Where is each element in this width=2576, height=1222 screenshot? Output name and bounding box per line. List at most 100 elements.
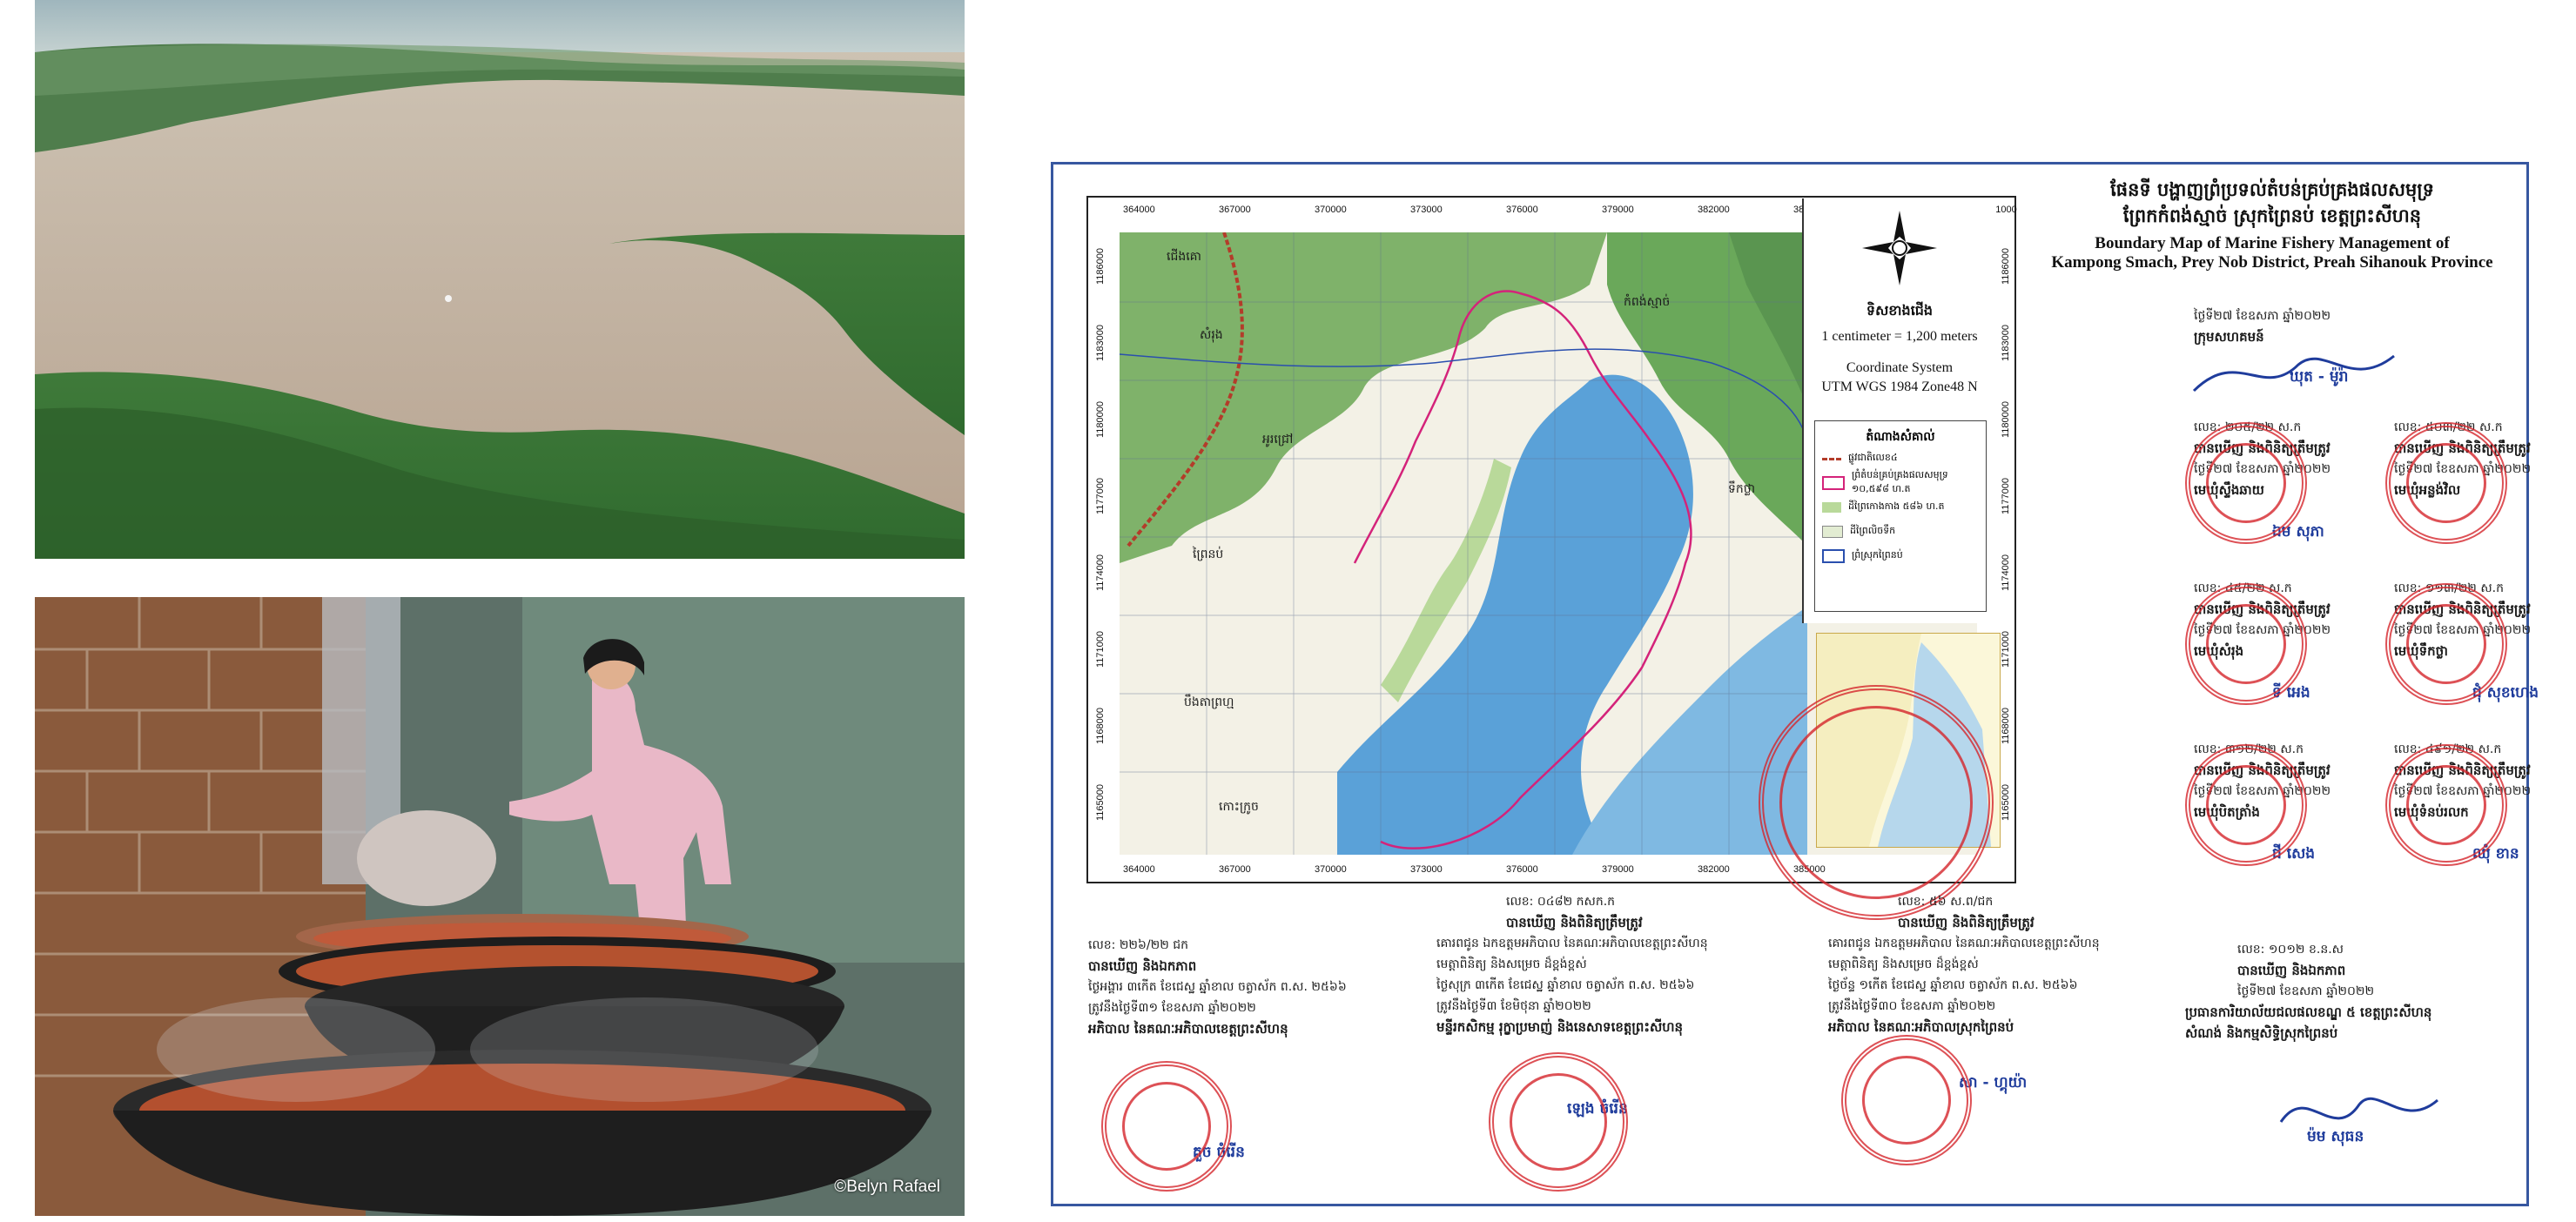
coordinate-tick: 1165000: [1095, 783, 1106, 821]
approval-date-solar: ត្រូវនឹងថ្ងៃទី៣ ខែមិថុនា ឆ្នាំ២០២២: [1436, 999, 1591, 1013]
boundary-map-document: 364000 367000 370000 373000 376000 379000 3820…: [1051, 162, 2539, 1206]
approval-role: ក្រុមសហគមន៍: [2194, 329, 2264, 345]
commune-seal-stamp: [2385, 583, 2507, 705]
title-khmer-line2: ព្រែកកំពង់ស្មាច់ ស្រុកព្រៃនប់ ខេត្តព្រះស…: [2122, 205, 2422, 226]
commune-seal-stamp: [2185, 422, 2307, 544]
place-label: ជើងគោ: [1167, 250, 1201, 264]
coordinate-tick: 1180000: [1095, 400, 1106, 438]
approval-date-lunar: ថ្ងៃច័ន្ទ ១កើត ខែជេស្ឋ ឆ្នាំខាល ចត្វាស័ក…: [1828, 978, 2078, 992]
legend-item: ផ្លូវជាតិលេខ៤: [1815, 446, 1986, 471]
signature-mark: [2279, 1097, 2438, 1123]
approval-office: សំណង់ និងកម្មសិទ្ធិស្រុកព្រៃនប់: [2185, 1025, 2338, 1041]
approval-name: ឃុត - ម៉ូរ៉ា: [2290, 368, 2349, 386]
approval-seen: បានឃើញ និងឯកភាព: [1088, 958, 1197, 974]
coordinate-tick: 1183000: [1095, 324, 1106, 361]
legend-item: ដីព្រៃលិចទឹក: [1815, 520, 1986, 544]
commune-seal-stamp: [2185, 583, 2307, 705]
approval-office: ប្រធានការិយាល័យជលផលខណ្ឌ ៥ ខេត្តព្រះសីហនុ: [2185, 1004, 2432, 1020]
approval-office: មន្ទីរកសិកម្ម រុក្ខាប្រមាញ់ និងនេសាទខេត្…: [1436, 1019, 1684, 1035]
approval-note: មេត្តាពិនិត្យ និងសម្រេច ដ៏ខ្ពង់ខ្ពស់: [1436, 957, 1587, 971]
place-label: អូរជ្រៅ: [1262, 433, 1294, 446]
district-boundary-swatch-icon: [1822, 549, 1845, 563]
approval-date: ថ្ងៃទី២៧ ខែឧសភា ឆ្នាំ២០២២: [2194, 309, 2331, 323]
approval-note: គោរពជូន ឯកឧត្តមអភិបាល នៃគណៈអភិបាលខេត្តព្…: [1436, 937, 1708, 950]
approval-name: សា - ហ្គុយ៉ា: [1959, 1074, 2028, 1091]
commune-seal-stamp: [2385, 422, 2507, 544]
coordinate-tick: 364000: [1123, 864, 1155, 875]
title-english-line1: Boundary Map of Marine Fishery Managemen…: [2095, 234, 2450, 252]
legend-item: ព្រំតំបន់គ្រប់គ្រងផលសមុទ្រ ១០,៥៩៨ ហ.ត: [1815, 469, 1986, 495]
approval-ref: លេខ: ២២៦/២២ ជក: [1088, 938, 1189, 952]
coordinate-tick: 1168000: [2001, 707, 2011, 744]
shrimp-cooking-photo: ©Belyn Rafael: [35, 597, 965, 1216]
coordinate-system-label: Coordinate System: [1846, 360, 1954, 375]
coordinate-system-value: UTM WGS 1984 Zone48 N: [1821, 379, 1978, 394]
coordinate-tick: 1174000: [2001, 554, 2011, 591]
coordinate-tick: 1174000: [1095, 554, 1106, 591]
legend-title: តំណាងសំគាល់: [1866, 430, 1935, 444]
boundary-swatch-icon: [1822, 476, 1845, 490]
map-frame: 364000 367000 370000 373000 376000 379000 3820…: [1086, 196, 2017, 920]
aerial-mangrove-image: [35, 0, 965, 559]
coordinate-tick: 1168000: [1095, 707, 1106, 744]
approval-office: អភិបាល នៃគណៈអភិបាលខេត្តព្រះសីហនុ: [1088, 1021, 1288, 1037]
approval-date-solar: ត្រូវនឹងថ្ងៃទី៣១ ខែឧសភា ឆ្នាំ២០២២: [1088, 1001, 1256, 1015]
coordinate-tick: 364000: [1123, 205, 1155, 215]
coordinate-tick: 379000: [1602, 205, 1634, 215]
approval-date-lunar: ថ្ងៃអង្គារ ៣កើត ខែជេស្ឋ ឆ្នាំខាល ចត្វាស័…: [1088, 980, 1347, 994]
approval-ref: លេខ: ៥៦ ស.ព/ជក: [1898, 895, 1994, 909]
approval-note: គោរពជូន ឯកឧត្តមអភិបាល នៃគណៈអភិបាលខេត្តព្…: [1828, 937, 2100, 950]
approval-seen: បានឃើញ និងពិនិត្យត្រឹមត្រូវ: [1898, 915, 2035, 930]
approval-seen: បានឃើញ និងឯកភាព: [2237, 963, 2346, 978]
coordinate-tick: 376000: [1506, 205, 1538, 215]
approval-name: ម៉ម សុធន: [2307, 1128, 2364, 1145]
district-governor-approval: លេខ: ៥៦ ស.ព/ជក បានឃើញ និងពិនិត្យត្រឹមត្រ…: [1828, 891, 2176, 1093]
approval-office: អភិបាល នៃគណៈអភិបាលស្រុកព្រៃនប់: [1828, 1019, 2014, 1035]
title-english-line2: Kampong Smach, Prey Nob District, Preah …: [2051, 253, 2493, 272]
coordinate-tick: 1186000: [1095, 247, 1106, 285]
place-label: សំរុង: [1200, 328, 1223, 342]
coordinate-tick: 370000: [1315, 864, 1347, 875]
approval-ref: លេខ: ០៤៨២ កសក.ក: [1506, 895, 1616, 909]
community-approval: ថ្ងៃទី២៧ ខែឧសភា ឆ្នាំ២០២២ ក្រុមសហគមន៍ ឃុ…: [2194, 306, 2455, 387]
coordinate-tick: 1177000: [2001, 477, 2011, 514]
north-label: ទិសខាងជើង: [1866, 304, 1934, 319]
coordinate-tick: 367000: [1219, 864, 1251, 875]
place-label: ទឹកថ្លា: [1728, 482, 1756, 496]
coordinate-tick: 1171000: [2001, 630, 2011, 668]
coordinate-tick: 1180000: [2001, 400, 2011, 438]
commune-seal-stamp: [2385, 744, 2507, 866]
district-seal-stamp: [1841, 1035, 1972, 1165]
approval-note: មេត្តាពិនិត្យ និងសម្រេច ដ៏ខ្ពង់ខ្ពស់: [1828, 957, 1979, 971]
legend-item: ដីព្រៃកោងកាង ៥៨៦ ហ.ត: [1815, 495, 1986, 520]
map-title-block: ផែនទី បង្ហាញព្រំប្រទល់តំបន់គ្រប់គ្រងផលសម…: [2037, 177, 2507, 272]
coordinate-tick: 373000: [1410, 864, 1443, 875]
provincial-governor-approval: លេខ: ២២៦/២២ ជក បានឃើញ និងឯកភាព ថ្ងៃអង្គា…: [1088, 935, 1384, 1163]
north-arrow-icon: [1862, 211, 1937, 285]
approval-seen: បានឃើញ និងពិនិត្យត្រឹមត្រូវ: [1506, 915, 1643, 930]
commune-seal-stamp: [2185, 744, 2307, 866]
fisheries-office-approval: លេខ: ១០១២ ខ.ន.ស បានឃើញ និងឯកភាព ថ្ងៃទី២៧…: [2185, 939, 2516, 1147]
approval-name: ជុំ សុខហេង: [2472, 684, 2539, 702]
map-scale: 1 centimeter = 1,200 meters: [1821, 329, 1978, 344]
shrimp-cooking-image: [35, 597, 965, 1216]
mangrove-swatch-icon: [1822, 502, 1841, 513]
coordinate-tick: 379000: [1602, 864, 1634, 875]
agriculture-seal-stamp: [1489, 1052, 1628, 1192]
coordinate-tick: 382000: [1698, 864, 1730, 875]
approval-date-solar: ត្រូវនឹងថ្ងៃទី៣០ ខែឧសភា ឆ្នាំ២០២២: [1828, 999, 1996, 1013]
aerial-mangrove-photo: [35, 0, 965, 559]
coordinate-tick: 376000: [1506, 864, 1538, 875]
place-label: កំពង់ស្មាច់: [1624, 295, 1671, 309]
photo-credit: ©Belyn Rafael: [834, 1178, 940, 1196]
signature-mark: [2192, 354, 2395, 393]
flooded-forest-swatch-icon: [1822, 526, 1843, 538]
road-swatch-icon: [1822, 457, 1841, 460]
coordinate-tick: 382000: [1698, 205, 1730, 215]
coordinate-tick: 1183000: [2001, 324, 2011, 361]
place-label: ព្រៃនប់: [1193, 547, 1224, 561]
approval-ref: លេខ: ១០១២ ខ.ន.ស: [2237, 943, 2344, 957]
provincial-seal-stamp: [1759, 685, 1994, 920]
legend-item: ព្រំស្រុកព្រៃនប់: [1815, 544, 1986, 568]
coordinate-tick: 367000: [1219, 205, 1251, 215]
